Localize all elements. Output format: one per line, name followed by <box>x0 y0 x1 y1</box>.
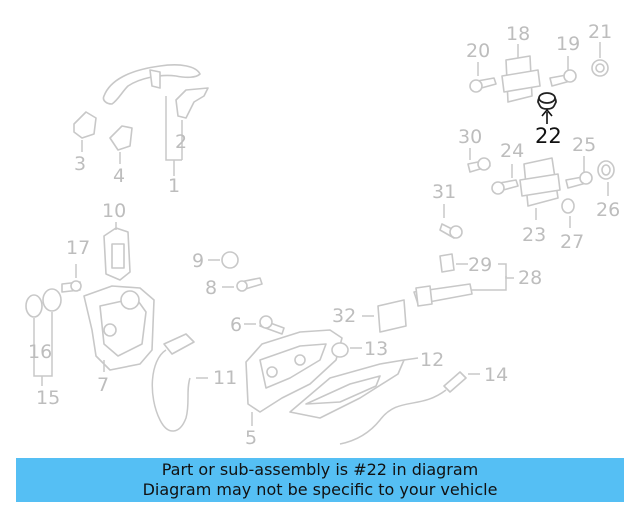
cable-14 <box>339 371 480 445</box>
callout-leads-1-4 <box>81 96 183 176</box>
callout-27: 27 <box>560 231 584 253</box>
key-cylinder-cap <box>73 111 97 139</box>
bolt-6 <box>244 315 285 335</box>
callout-16: 16 <box>28 341 52 363</box>
callout-24: 24 <box>500 140 524 162</box>
info-banner: Part or sub-assembly is #22 in diagram D… <box>16 458 624 502</box>
callout-2: 2 <box>175 131 187 153</box>
callout-22: 22 <box>535 124 562 148</box>
callout-3: 3 <box>74 153 86 175</box>
callout-12: 12 <box>420 349 444 371</box>
washer-13 <box>331 342 362 358</box>
callout-17: 17 <box>66 237 90 259</box>
callout-4: 4 <box>113 165 125 187</box>
bracket-12 <box>289 357 419 419</box>
screw-8 <box>222 277 263 292</box>
callout-29: 29 <box>468 254 492 276</box>
bolt-25 <box>565 156 593 189</box>
callout-25: 25 <box>572 134 596 156</box>
bolt-31 <box>439 204 463 239</box>
bolt-20 <box>469 62 497 93</box>
plug-27 <box>561 198 575 228</box>
callout-31: 31 <box>432 181 456 203</box>
banner-line-2: Diagram may not be specific to your vehi… <box>142 480 498 499</box>
washers-15-16 <box>25 288 62 386</box>
callout-30: 30 <box>458 126 482 148</box>
callout-23: 23 <box>522 224 546 246</box>
callout-28: 28 <box>518 267 542 289</box>
screw-17 <box>61 264 82 293</box>
bolt-24 <box>491 164 519 195</box>
bolt-19 <box>549 56 577 87</box>
plug-22-highlight <box>537 92 557 124</box>
callout-32: 32 <box>332 305 356 327</box>
callout-6: 6 <box>230 314 242 336</box>
latch-assembly <box>83 285 155 372</box>
upper-hinge-18 <box>501 44 541 103</box>
callout-9: 9 <box>192 250 204 272</box>
callout-19: 19 <box>556 33 580 55</box>
lower-hinge-23 <box>519 157 561 220</box>
callout-26: 26 <box>596 199 620 221</box>
handle-cover <box>175 87 209 119</box>
carrier-module <box>245 329 343 426</box>
callout-1: 1 <box>168 175 180 197</box>
cable-11 <box>151 333 208 432</box>
switch-32 <box>362 299 407 333</box>
callout-numbers: 1 2 3 4 5 6 7 8 9 10 11 12 13 14 15 16 1… <box>28 21 620 449</box>
banner-line-1: Part or sub-assembly is #22 in diagram <box>161 460 479 479</box>
callout-11: 11 <box>213 367 237 389</box>
callout-10: 10 <box>102 200 126 222</box>
callout-13: 13 <box>364 338 388 360</box>
lock-actuator <box>103 222 131 281</box>
grommet-9 <box>208 251 239 269</box>
check-arm-28 <box>413 276 507 307</box>
callout-5: 5 <box>245 427 257 449</box>
outer-handle <box>102 64 201 105</box>
callout-15: 15 <box>36 387 60 409</box>
callout-18: 18 <box>506 23 530 45</box>
bolt-30 <box>467 148 491 173</box>
callout-8: 8 <box>205 277 217 299</box>
handle-bezel <box>109 125 133 151</box>
cap-21 <box>591 42 609 77</box>
stop-29 <box>439 253 514 279</box>
cap-26 <box>597 160 615 196</box>
callout-7: 7 <box>97 374 109 396</box>
callout-20: 20 <box>466 40 490 62</box>
callout-14: 14 <box>484 364 508 386</box>
callout-21: 21 <box>588 21 612 43</box>
